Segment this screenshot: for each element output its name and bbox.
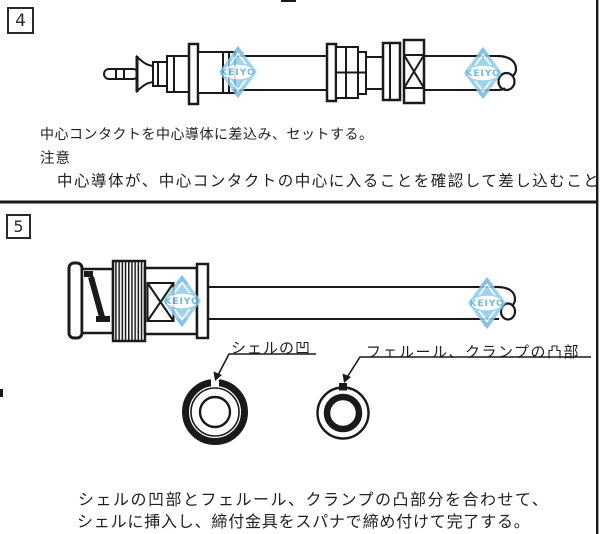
- center-contact-pin: [103, 68, 139, 80]
- step5-number-box: 5: [6, 214, 31, 239]
- washer: [381, 41, 402, 102]
- step4-caption: 中心コンタクトを中心導体に差込み、セットする。: [40, 127, 374, 143]
- contact-collar: [152, 61, 168, 87]
- step5-caption-line1: シェルの凹部とフェルール、クランプの凸部分を合わせて、: [78, 490, 550, 509]
- keiyo-logo-text: KEIYO: [164, 297, 199, 307]
- step4-number: 4: [15, 10, 26, 31]
- bnc-front-cap: [67, 261, 84, 340]
- step4-connector-drawing: [103, 38, 518, 106]
- step5-caption-line2: シェルに挿入し、締付金具をスパナで締め付けて完了する。: [77, 512, 531, 531]
- flange-disk: [187, 42, 200, 106]
- step4-note-title: 注意: [40, 151, 71, 167]
- keiyo-logo-text: KEIYO: [465, 69, 500, 79]
- page-right-border: [596, 0, 599, 534]
- step4-number-box: 4: [7, 7, 34, 34]
- keiyo-watermark-1: KEIYO: [219, 46, 257, 98]
- cable-end-2: [208, 285, 517, 321]
- leader-shell: [213, 353, 316, 381]
- ferrule-bump: [339, 383, 347, 391]
- section-divider-line: [0, 200, 598, 204]
- gasket-cross-section: [402, 38, 426, 105]
- knurled-ring: [111, 259, 147, 343]
- shell-notch: [211, 376, 219, 387]
- step4-note-body: 中心導体が、中心コンタクトの中心に入ることを確認して差し込むこと: [57, 172, 600, 190]
- keiyo-watermark-3: KEIYO: [163, 275, 201, 327]
- leader-ferrule: [342, 356, 591, 383]
- keiyo-logo-text: KEIYO: [469, 299, 504, 309]
- contact-bell: [136, 54, 154, 94]
- keiyo-watermark-2: KEIYO: [464, 47, 502, 99]
- clamp-nut: [325, 42, 367, 103]
- label-shell-concave: シェルの凹: [231, 339, 312, 357]
- step5-bnc-drawing: [67, 259, 517, 343]
- keiyo-logo-text: KEIYO: [220, 68, 255, 78]
- edge-artifact-top: [281, 0, 296, 2]
- shell-ring-diagram: [182, 376, 248, 445]
- keiyo-watermark-4: KEIYO: [468, 277, 506, 329]
- step5-number: 5: [13, 217, 24, 236]
- bnc-bayonet-body: [80, 267, 115, 335]
- insulator-cylinder: [166, 55, 190, 93]
- bayonet-slot: [84, 271, 110, 322]
- label-ferrule-convex: フェルール、クランプの凸部: [366, 343, 581, 361]
- ferrule-ring-diagram: [316, 383, 370, 440]
- edge-artifact-left: [0, 389, 3, 397]
